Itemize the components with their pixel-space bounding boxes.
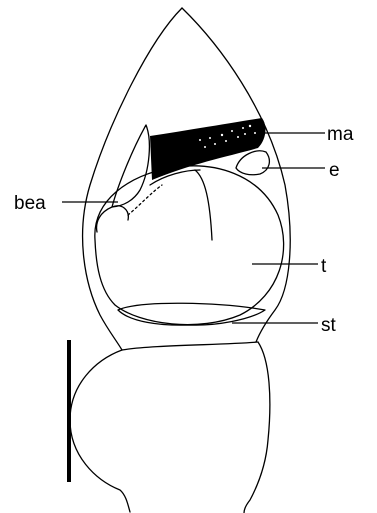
- tegulum: [95, 166, 284, 325]
- apophysis-dotted: [128, 185, 162, 215]
- label-ma: ma: [327, 124, 354, 145]
- cymbium-outline: [83, 8, 291, 350]
- alveolus-rim: [122, 342, 258, 350]
- median-apophysis: [150, 118, 265, 180]
- label-e: e: [329, 160, 340, 181]
- label-st: st: [321, 315, 337, 336]
- scale-bar: [67, 340, 71, 482]
- label-bea: bea: [14, 193, 46, 214]
- basal-embolic-apophysis: [112, 125, 149, 207]
- tegulum-fold: [195, 170, 212, 240]
- embolus: [236, 151, 269, 175]
- tibia: [70, 342, 270, 513]
- label-t: t: [321, 256, 327, 277]
